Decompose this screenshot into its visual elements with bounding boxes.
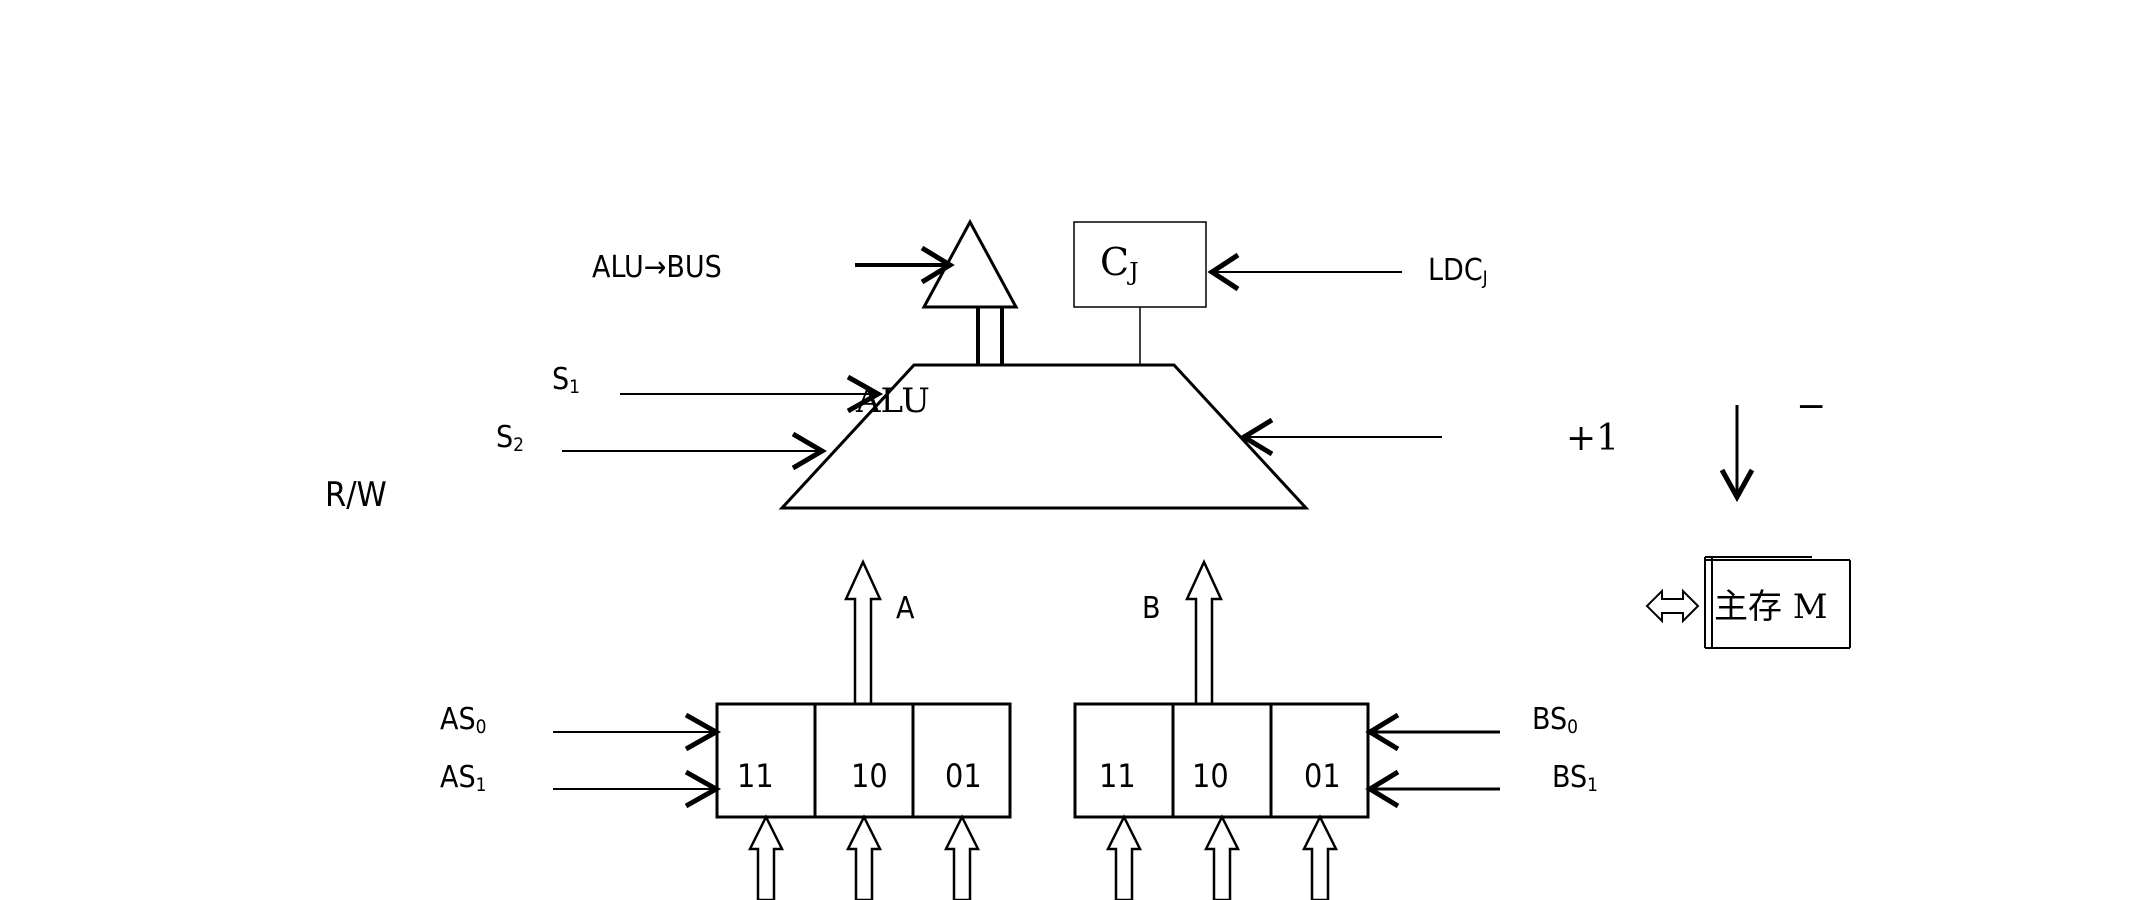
- as0-label: AS0: [440, 702, 486, 738]
- bs0-label: BS0: [1532, 702, 1578, 738]
- mux-b-cell: 10: [1192, 757, 1229, 795]
- alu-trapezoid: [778, 363, 1310, 510]
- mux-data-input-arrow: [747, 814, 785, 900]
- as1-arrow: [553, 769, 722, 809]
- mux-b-cell: 11: [1099, 757, 1136, 795]
- plus-one-arrow: [1239, 417, 1442, 457]
- alu-to-buffer-connector: [976, 307, 1004, 365]
- mux-a-cell: 11: [737, 757, 774, 795]
- b-input-arrow: [1185, 559, 1223, 706]
- ldcj-label: LDCJ: [1428, 253, 1488, 289]
- alu-bus-arrow: [855, 245, 955, 285]
- mux-data-input-arrow: [1301, 814, 1339, 900]
- s2-arrow: [562, 431, 827, 471]
- mux-data-input-arrow: [943, 814, 981, 900]
- main-memory-box: [1704, 556, 1851, 649]
- bs0-arrow: [1365, 712, 1500, 752]
- mux-data-input-arrow: [1203, 814, 1241, 900]
- bs1-arrow: [1365, 769, 1500, 809]
- mux-data-input-arrow: [1105, 814, 1143, 900]
- mux-data-input-arrow: [845, 814, 883, 900]
- cj-label: CJ: [1100, 240, 1139, 286]
- main-memory-label: 主存 M: [1714, 587, 1828, 627]
- minus-label: −: [1796, 386, 1826, 427]
- cj-flag-box: [1073, 221, 1207, 308]
- s1-label: S1: [552, 362, 580, 398]
- b-label: B: [1142, 591, 1161, 626]
- a-label: A: [896, 591, 915, 626]
- mux-b-cell: 01: [1304, 757, 1341, 795]
- as1-label: AS1: [440, 760, 486, 796]
- bus-buffer-triangle: [921, 218, 1019, 309]
- memory-double-arrow: [1645, 588, 1700, 624]
- bs1-label: BS1: [1552, 760, 1598, 796]
- a-input-arrow: [844, 559, 882, 706]
- down-arrow: [1719, 405, 1755, 503]
- s1-arrow: [620, 374, 884, 414]
- mux-input-arrows: [747, 814, 1339, 900]
- rw-label: R/W: [325, 475, 387, 515]
- s2-label: S2: [496, 420, 524, 456]
- plus-one-label: +1: [1566, 418, 1619, 459]
- mux-a-cell: 01: [945, 757, 982, 795]
- mux-a-cell: 10: [851, 757, 888, 795]
- as0-arrow: [553, 712, 722, 752]
- ldcj-arrow: [1207, 252, 1402, 292]
- alu-bus-label: ALU→BUS: [592, 250, 722, 285]
